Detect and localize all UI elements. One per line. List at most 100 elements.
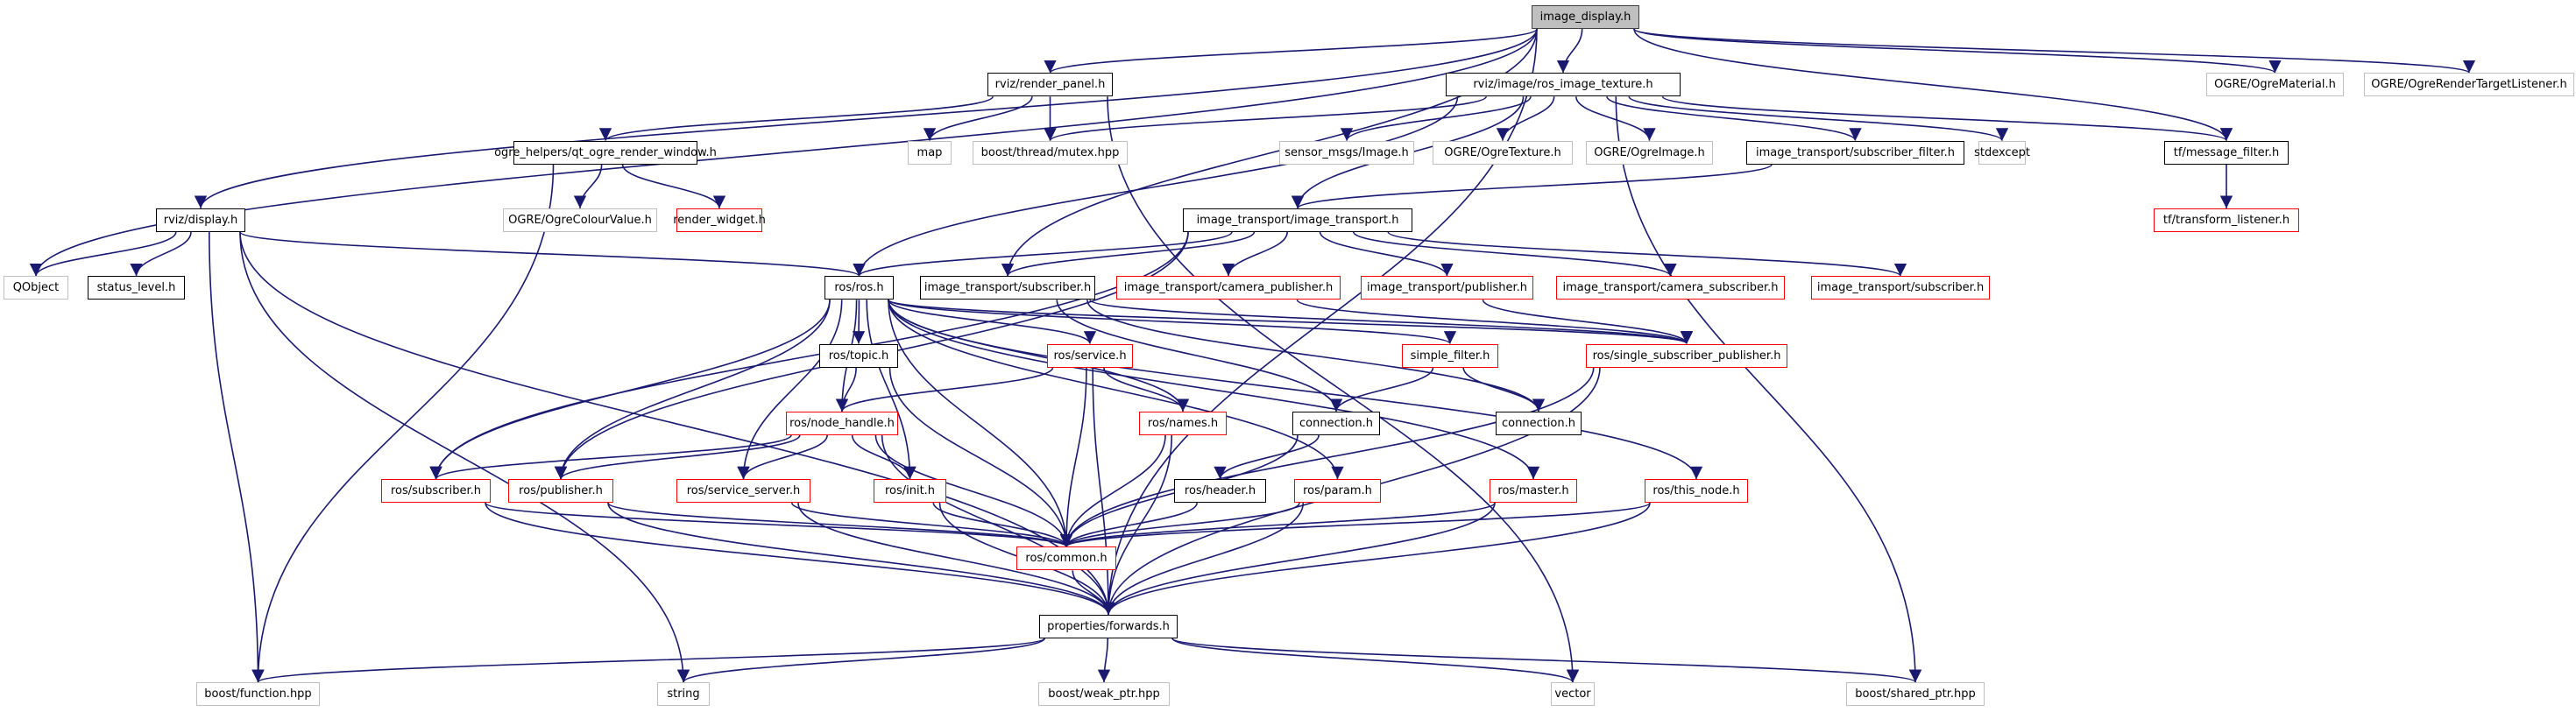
- edge-n44-n46: [677, 637, 1046, 683]
- edge-n21-n29: [888, 299, 1456, 345]
- edge-n14-n44: [239, 231, 1115, 615]
- node-rviz-display[interactable]: rviz/display.h: [156, 208, 245, 232]
- node-ros-service-server[interactable]: ros/service_server.h: [676, 479, 810, 504]
- edge-n28-n44: [1092, 367, 1115, 615]
- edge-n21-n42: [888, 300, 1703, 480]
- edge-n5-n15: [573, 164, 603, 208]
- edge-n31-n37: [737, 434, 828, 480]
- edge-n22-n33: [1056, 300, 1343, 412]
- node-connection-b[interactable]: connection.h: [1496, 411, 1582, 435]
- edge-n37-n43: [790, 502, 1073, 547]
- node-ros-ros[interactable]: ros/ros.h: [824, 276, 894, 300]
- node-ros-subscriber[interactable]: ros/subscriber.h: [381, 479, 491, 504]
- edge-n0-n2: [1556, 28, 1583, 74]
- node-ros-header[interactable]: ros/header.h: [1174, 479, 1266, 504]
- edge-n31-n38: [851, 434, 916, 480]
- node-boost-shared-ptr: boost/shared_ptr.hpp: [1846, 682, 1985, 706]
- node-ros-topic[interactable]: ros/topic.h: [819, 343, 898, 368]
- edge-n41-n43: [1060, 502, 1496, 548]
- node-camera-subscriber[interactable]: image_transport/camera_subscriber.h: [1556, 276, 1785, 300]
- node-single-subscriber-publisher[interactable]: ros/single_subscriber_publisher.h: [1586, 343, 1787, 368]
- edge-n14-n45: [209, 231, 265, 683]
- node-camera-publisher[interactable]: image_transport/camera_publisher.h: [1116, 276, 1341, 300]
- node-sensor-msgs-image: sensor_msgs/Image.h: [1279, 140, 1414, 165]
- edge-n44-n49: [1171, 637, 1921, 683]
- node-status-level[interactable]: status_level.h: [88, 276, 185, 300]
- node-subscriber-filter[interactable]: image_transport/subscriber_filter.h: [1746, 140, 1964, 165]
- edge-n14-n20: [130, 231, 192, 277]
- node-qobject: QObject: [4, 276, 68, 300]
- node-properties-forwards[interactable]: properties/forwards.h: [1039, 614, 1178, 638]
- node-ros-init[interactable]: ros/init.h: [874, 479, 946, 504]
- node-ogre-colour-value: OGRE/OgreColourValue.h: [503, 208, 657, 232]
- edge-n36-n44: [607, 502, 1115, 615]
- edge-n41-n44: [1101, 503, 1496, 615]
- edge-n0-n22: [1001, 28, 1538, 277]
- edge-n14-n46: [239, 231, 690, 683]
- edge-n17-n24: [1319, 231, 1454, 277]
- edge-n40-n43: [1059, 502, 1300, 547]
- node-simple-filter[interactable]: simple_filter.h: [1402, 343, 1498, 368]
- edge-n32-n44: [1101, 434, 1173, 615]
- edge-n44-n47: [1097, 638, 1111, 683]
- node-ros-service[interactable]: ros/service.h: [1047, 343, 1133, 368]
- edge-n42-n43: [1060, 502, 1651, 548]
- edge-n27-n43: [888, 367, 1073, 547]
- node-tf-transform-listener[interactable]: tf/transform_listener.h: [2154, 208, 2299, 232]
- edge-n21-n37: [737, 300, 843, 480]
- edge-n17-n21: [853, 231, 1233, 277]
- edge-n29-n33: [1329, 367, 1434, 412]
- edge-n35-n43: [485, 502, 1072, 548]
- node-ros-image-texture[interactable]: rviz/image/ros_image_texture.h: [1446, 73, 1681, 97]
- edge-n32-n43: [1059, 434, 1166, 547]
- edge-n2-n21: [853, 96, 1459, 277]
- edge-n28-n32: [1103, 367, 1190, 412]
- node-image-transport-subscriber[interactable]: image_transport/subscriber.h: [920, 276, 1095, 300]
- node-image-transport-subscriber-red[interactable]: image_transport/subscriber.h: [1811, 276, 1990, 300]
- edge-n2-n10: [1575, 96, 1656, 141]
- node-map: map: [908, 140, 952, 165]
- node-connection-a[interactable]: connection.h: [1292, 411, 1380, 435]
- node-ogre-render-target-listener: OGRE/OgreRenderTargetListener.h: [2364, 73, 2574, 97]
- node-string: string: [657, 682, 710, 706]
- edge-n11-n17: [1292, 163, 1773, 209]
- edge-n43-n44: [1072, 570, 1115, 615]
- node-ros-publisher[interactable]: ros/publisher.h: [508, 479, 613, 504]
- node-ros-param[interactable]: ros/param.h: [1294, 479, 1381, 504]
- edge-n0-n3: [1633, 28, 2282, 74]
- node-ros-master[interactable]: ros/master.h: [1490, 479, 1577, 504]
- edge-n5-n45: [251, 164, 555, 683]
- edge-n37-n44: [797, 503, 1115, 615]
- edge-n14-n19: [29, 231, 177, 277]
- node-image-transport-publisher[interactable]: image_transport/publisher.h: [1361, 276, 1533, 300]
- edge-n2-n11: [1606, 95, 1862, 141]
- node-ogre-material: OGRE/OgreMaterial.h: [2206, 73, 2344, 97]
- node-render-panel[interactable]: rviz/render_panel.h: [987, 73, 1113, 97]
- edge-n44-n45: [251, 637, 1045, 683]
- edge-n17-n22: [1001, 231, 1256, 277]
- edge-n21-n30: [888, 299, 1693, 345]
- edge-n31-n44: [881, 434, 1115, 615]
- edge-n21-n43: [888, 300, 1073, 547]
- node-ros-node-handle[interactable]: ros/node_handle.h: [786, 411, 898, 435]
- edge-n2-n8: [1340, 95, 1532, 141]
- edge-n0-n44: [1101, 28, 1538, 615]
- edge-n2-n49: [1615, 96, 1922, 683]
- node-render-widget[interactable]: render_widget.h: [673, 208, 766, 232]
- node-boost-mutex: boost/thread/mutex.hpp: [973, 140, 1128, 165]
- edge-n1-n48: [1107, 96, 1580, 683]
- node-vector: vector: [1551, 682, 1595, 706]
- edge-n2-n12: [1628, 95, 2008, 142]
- node-image-transport[interactable]: image_transport/image_transport.h: [1183, 208, 1412, 232]
- node-qt-ogre-render-window[interactable]: ogre_helpers/qt_ogre_render_window.h: [494, 140, 717, 165]
- node-stdexcept: stdexcept: [1974, 140, 2030, 165]
- node-tf-message-filter[interactable]: tf/message_filter.h: [2164, 140, 2289, 165]
- node-ros-this-node[interactable]: ros/this_node.h: [1645, 479, 1748, 504]
- edge-n35-n44: [485, 502, 1115, 615]
- node-ros-names[interactable]: ros/names.h: [1139, 411, 1227, 435]
- edge-n21-n35: [429, 300, 831, 480]
- node-image-display: image_display.h: [1532, 5, 1639, 29]
- edge-n0-n4: [1633, 28, 2475, 74]
- node-ros-common[interactable]: ros/common.h: [1016, 546, 1116, 571]
